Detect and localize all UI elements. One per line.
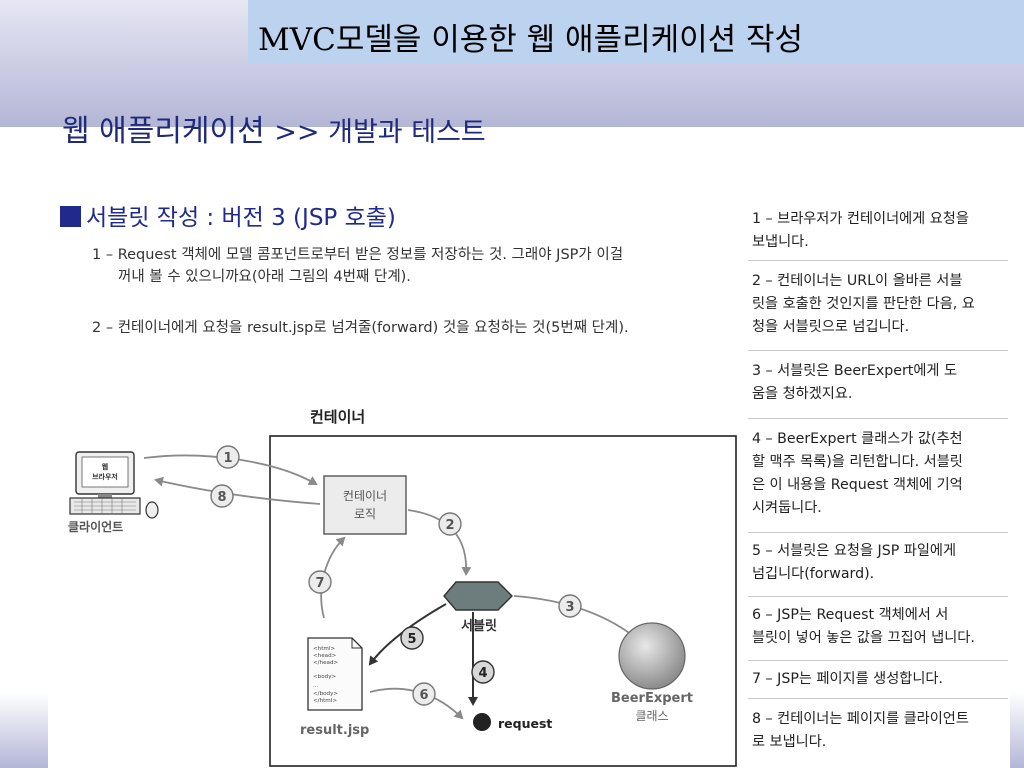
step-line: 청을 서블릿으로 넘깁니다.: [752, 319, 910, 335]
svg-text:7: 7: [315, 576, 324, 591]
footer-gradient-right: [1006, 692, 1024, 768]
steps-panel: [746, 202, 1010, 768]
step-line: 넘깁니다(forward).: [752, 566, 875, 582]
step-line: 보냅니다.: [752, 234, 809, 250]
step-line: 할 맥주 목록)을 리턴합니다. 서블릿: [752, 454, 963, 470]
beerexpert-label-2: 클래스: [635, 709, 668, 723]
logic-label-1: 컨테이너: [343, 489, 387, 503]
step-line: 시켜둡니다.: [752, 500, 822, 516]
divider: [748, 418, 1008, 419]
code-line: </body>: [313, 691, 338, 697]
arrow-3: [513, 595, 638, 640]
step-item-1: 1 – 브라우저가 컨테이너에게 요청을 보냅니다.: [752, 208, 1006, 254]
arrow-8: [154, 476, 321, 505]
step-line: 로 보냅니다.: [752, 734, 827, 750]
square-bullet-icon: [60, 206, 81, 227]
jsp-file-icon: [307, 637, 363, 711]
title-box: [248, 0, 1024, 64]
step-item-6: 6 – JSP는 Request 객체에서 서 블릿이 넣어 놓은 값을 끄집어…: [752, 604, 1006, 650]
slide-title: MVC모델을 이용한 웹 애플리케이션 작성: [258, 22, 804, 58]
section-title: 서블릿 작성 : 버전 3 (JSP 호출): [86, 205, 396, 231]
subtitle-main: 웹 애플리케이션: [62, 114, 265, 149]
step-line: 4 – BeerExpert 클래스가 값(추천: [752, 431, 963, 447]
step-line: 8 – 컨테이너는 페이지를 클라이언트: [752, 711, 969, 727]
step-line: 블릿이 넣어 놓은 값을 끄집어 냅니다.: [752, 630, 975, 646]
step-badge-3: 3: [558, 594, 582, 618]
note-1-line-2: 꺼내 볼 수 있으니까요(아래 그림의 4번째 단계).: [118, 269, 411, 285]
note-1-line-1: 1 – Request 객체에 모델 콤포넌트로부터 받은 정보를 저장하는 것…: [92, 247, 624, 263]
step-line: 릿을 호출한 것인지를 판단한 다음, 요: [752, 296, 975, 312]
servlet-label: 서블릿: [461, 619, 497, 634]
step-line: 7 – JSP는 페이지를 생성합니다.: [752, 671, 943, 687]
step-item-7: 7 – JSP는 페이지를 생성합니다.: [752, 668, 1006, 691]
step-line: 1 – 브라우저가 컨테이너에게 요청을: [752, 211, 969, 227]
beerexpert-label-1: BeerExpert: [611, 691, 693, 706]
browser-label-2: 브라우저: [92, 472, 118, 481]
step-item-2: 2 – 컨테이너는 URL이 올바른 서블 릿을 호출한 것인지를 판단한 다음…: [752, 270, 1006, 339]
mvc-diagram: 컨테이너 웹 브라우저 클라이언트 컨테이너 로직 서블릿 BeerExpert…: [48, 400, 748, 772]
logic-label-2: 로직: [354, 507, 376, 521]
step-badge-8: 8: [210, 484, 234, 508]
servlet-shape: [443, 581, 513, 611]
step-item-8: 8 – 컨테이너는 페이지를 클라이언트 로 보냅니다.: [752, 708, 1006, 754]
step-badge-5: 5: [400, 626, 424, 650]
svg-text:2: 2: [445, 518, 454, 533]
container-logic-box: [323, 475, 407, 535]
step-item-5: 5 – 서블릿은 요청을 JSP 파일에게 넘깁니다(forward).: [752, 540, 1006, 586]
divider: [748, 596, 1008, 597]
step-badge-4: 4: [471, 660, 495, 684]
request-object: [473, 713, 491, 731]
step-badge-7: 7: [308, 570, 332, 594]
step-line: 움을 청하겠지요.: [752, 386, 853, 402]
step-line: 2 – 컨테이너는 URL이 올바른 서블: [752, 273, 963, 289]
step-line: 3 – 서블릿은 BeerExpert에게 도: [752, 363, 958, 379]
step-line: 6 – JSP는 Request 객체에서 서: [752, 607, 949, 623]
container-box: [269, 435, 737, 767]
subtitle-rest: >> 개발과 테스트: [274, 117, 486, 148]
computer-icon: [69, 451, 159, 519]
divider: [748, 532, 1008, 533]
svg-text:1: 1: [223, 451, 232, 466]
section-heading: 서블릿 작성 : 버전 3 (JSP 호출): [60, 198, 396, 232]
step-item-3: 3 – 서블릿은 BeerExpert에게 도 움을 청하겠지요.: [752, 360, 1006, 406]
svg-text:3: 3: [565, 600, 574, 615]
jsp-code-lines: <html> <head> </head> <body> ... </body>…: [313, 646, 340, 704]
divider: [748, 350, 1008, 351]
client-label: 클라이언트: [68, 519, 123, 534]
jsp-file-label: result.jsp: [300, 723, 369, 738]
step-badge-1: 1: [216, 445, 240, 469]
step-badge-6: 6: [412, 682, 436, 706]
code-line: <body>: [313, 674, 337, 680]
step-line: 은 이 내용을 Request 객체에 기억: [752, 477, 963, 493]
arrow-1: [143, 454, 318, 486]
beerexpert-sphere: [618, 622, 686, 690]
footer-gradient-left: [0, 692, 48, 768]
code-line: <head>: [313, 653, 337, 659]
container-label: 컨테이너: [310, 408, 365, 426]
code-line: ...: [313, 683, 319, 689]
svg-text:4: 4: [478, 666, 487, 681]
slide-subtitle: 웹 애플리케이션 >> 개발과 테스트: [62, 106, 486, 150]
svg-text:6: 6: [419, 688, 428, 703]
divider: [748, 698, 1008, 699]
step-line: 5 – 서블릿은 요청을 JSP 파일에게: [752, 543, 956, 559]
code-line: <html>: [313, 646, 335, 652]
request-label: request: [498, 716, 552, 731]
svg-text:8: 8: [217, 490, 226, 505]
code-line: </html>: [313, 698, 337, 704]
step-item-4: 4 – BeerExpert 클래스가 값(추천 할 맥주 목록)을 리턴합니다…: [752, 428, 1006, 520]
divider: [748, 260, 1008, 261]
divider: [748, 660, 1008, 661]
step-badge-2: 2: [438, 512, 462, 536]
svg-text:5: 5: [407, 632, 416, 647]
note-2: 2 – 컨테이너에게 요청을 result.jsp로 넘겨줄(forward) …: [92, 320, 629, 336]
browser-label-1: 웹: [102, 462, 108, 471]
code-line: </head>: [313, 660, 339, 666]
note-1: 1 – Request 객체에 모델 콤포넌트로부터 받은 정보를 저장하는 것…: [92, 244, 712, 288]
